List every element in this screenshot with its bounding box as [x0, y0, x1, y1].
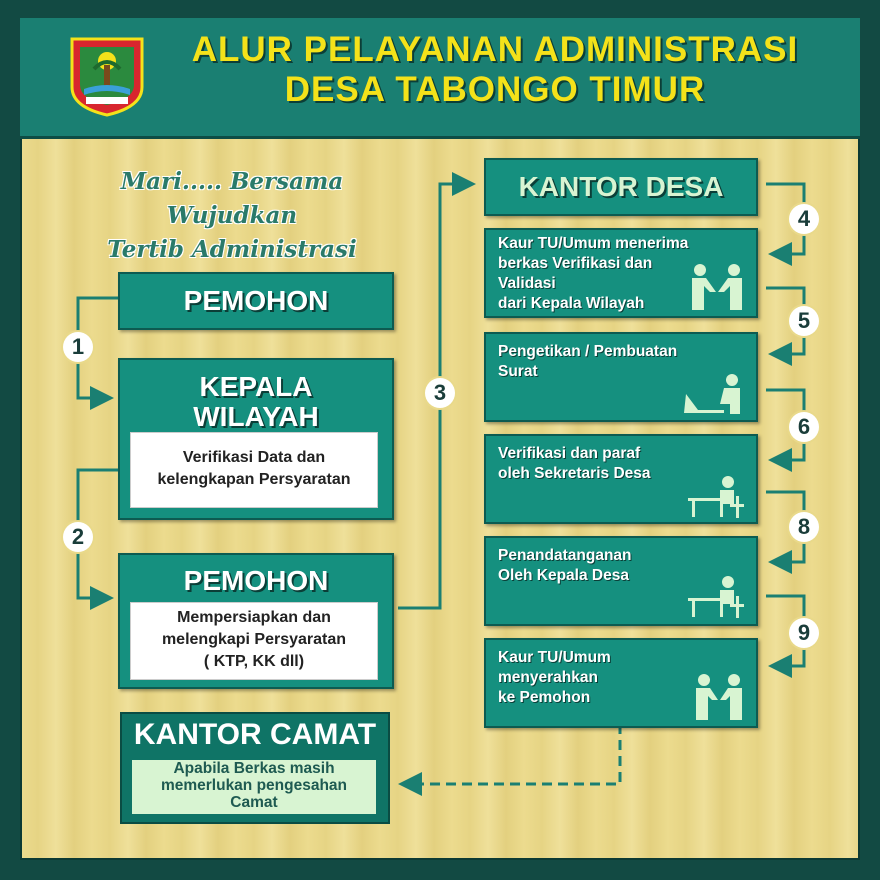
step-verif-line-1: Verifikasi dan paraf — [498, 445, 641, 462]
kepala-desc-line-1: Verifikasi Data dan — [182, 449, 326, 466]
kantor-camat-title: KANTOR CAMAT — [133, 718, 377, 751]
kepala-desc-line-2: kelengkapan Persyaratan — [157, 471, 351, 488]
pemohon-bottom-label: PEMOHON — [183, 565, 329, 596]
kantor-desa-title: KANTOR DESA — [518, 171, 724, 202]
step-verif-line-2: oleh Sekretaris Desa — [498, 465, 651, 482]
step-number-9: 9 — [789, 618, 819, 648]
kantor-camat-box: KANTOR CAMAT Apabila Berkas masih memerl… — [120, 712, 390, 824]
step-serah-line-2: menyerahkan — [498, 669, 598, 686]
pemohon-top-label: PEMOHON — [183, 285, 329, 316]
kepala-title-line-1: KEPALA — [199, 371, 313, 402]
step-number-4: 4 — [789, 204, 819, 234]
step-pengetikan: Pengetikan / Pembuatan Surat — [484, 332, 758, 422]
step-number-6: 6 — [789, 412, 819, 442]
step-tu-line-4: dari Kepala Wilayah — [498, 295, 645, 312]
kantor-camat-description: Apabila Berkas masih memerlukan pengesah… — [132, 760, 376, 814]
step-penandatanganan: Penandatanganan Oleh Kepala Desa — [484, 536, 758, 626]
step-number-1: 1 — [63, 332, 93, 362]
desk-worker-icon — [688, 476, 744, 518]
step-ttd-line-1: Penandatanganan — [498, 547, 632, 564]
camat-desc-line-2: memerlukan pengesahan — [160, 777, 348, 794]
step-serah-line-3: ke Pemohon — [498, 689, 591, 706]
title-line-1: ALUR PELAYANAN ADMINISTRASI — [191, 30, 799, 69]
camat-desc-line-3: Camat — [230, 794, 278, 811]
step-number-2: 2 — [63, 522, 93, 552]
motto-tagline: Mari..... Bersama Wujudkan Tertib Admini… — [52, 165, 412, 267]
header-bar — [20, 18, 860, 139]
camat-desc-line-1: Apabila Berkas masih — [173, 760, 335, 777]
step-verifikasi-text: Verifikasi dan paraf oleh Sekretaris Des… — [498, 444, 651, 484]
kantor-desa-box: KANTOR DESA — [484, 158, 758, 216]
step-tu-line-1: Kaur TU/Umum menerima — [498, 235, 689, 252]
step-kaur-tu-receive: Kaur TU/Umum menerima berkas Verifikasi … — [484, 228, 758, 318]
step-number-5: 5 — [789, 306, 819, 336]
step-ketik-line-2: Surat — [498, 363, 538, 380]
step-ttd-text: Penandatanganan Oleh Kepala Desa — [498, 546, 632, 586]
step-serah-line-1: Kaur TU/Umum — [498, 649, 611, 666]
step-ttd-line-2: Oleh Kepala Desa — [498, 567, 629, 584]
step-ketik-line-1: Pengetikan / Pembuatan — [498, 343, 678, 360]
title-line-2: DESA TABONGO TIMUR — [284, 70, 706, 109]
handshake-icon — [692, 264, 742, 310]
step-tu-line-3: Validasi — [498, 275, 556, 292]
pemohon-desc-line-3: ( KTP, KK dll) — [203, 653, 305, 670]
pemohon-desc-line-2: melengkapi Persyaratan — [161, 631, 347, 648]
step-number-8: 8 — [789, 512, 819, 542]
step-penyerahan: Kaur TU/Umum menyerahkan ke Pemohon — [484, 638, 758, 728]
handover-icon — [696, 674, 742, 720]
kepala-wilayah-title: KEPALA WILAYAH — [120, 372, 392, 432]
kepala-title-line-2: WILAYAH — [193, 401, 319, 432]
step-number-3: 3 — [425, 378, 455, 408]
step-verifikasi-sekdes: Verifikasi dan paraf oleh Sekretaris Des… — [484, 434, 758, 524]
step-kaur-tu-receive-text: Kaur TU/Umum menerima berkas Verifikasi … — [498, 234, 688, 314]
step-tu-line-2: berkas Verifikasi dan — [498, 255, 653, 272]
kepala-wilayah-description: Verifikasi Data dan kelengkapan Persyara… — [130, 432, 378, 508]
step-pengetikan-text: Pengetikan / Pembuatan Surat — [498, 342, 677, 382]
tagline-line-2: Tertib Administrasi — [107, 236, 357, 263]
typing-laptop-icon — [684, 374, 740, 414]
pemohon-desc-line-1: Mempersiapkan dan — [177, 609, 331, 626]
regency-emblem-logo — [70, 37, 144, 117]
page-title: ALUR PELAYANAN ADMINISTRASI DESA TABONGO… — [150, 30, 840, 110]
pemohon-top-box: PEMOHON — [118, 272, 394, 330]
pemohon-description: Mempersiapkan dan melengkapi Persyaratan… — [130, 602, 378, 680]
signing-desk-icon — [688, 576, 744, 618]
step-serah-text: Kaur TU/Umum menyerahkan ke Pemohon — [498, 648, 611, 708]
tagline-line-1: Mari..... Bersama Wujudkan — [120, 168, 344, 229]
connector-dashed-to-camat — [398, 724, 622, 796]
